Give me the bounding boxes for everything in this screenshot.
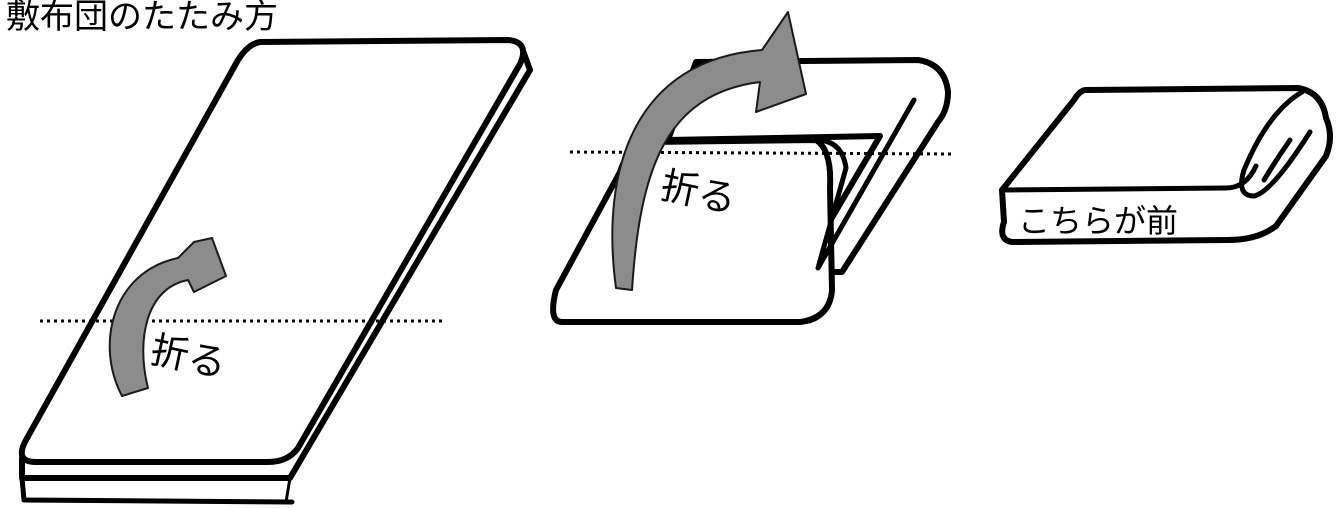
front-side-label: こちらが前 [1018, 202, 1178, 240]
step-1-flat-futon: 折る [22, 40, 530, 502]
futon-1-bottom-edge [22, 478, 292, 502]
futon-1-top [22, 40, 523, 462]
diagram-title: 敷布団のたたみ方 [6, 0, 278, 37]
step-3-folded-futon: こちらが前 [1002, 88, 1330, 242]
futon-2-front-layer [553, 140, 832, 322]
futon-1-corner-edge [286, 478, 290, 502]
step-2-half-folded: 折る [553, 12, 952, 322]
